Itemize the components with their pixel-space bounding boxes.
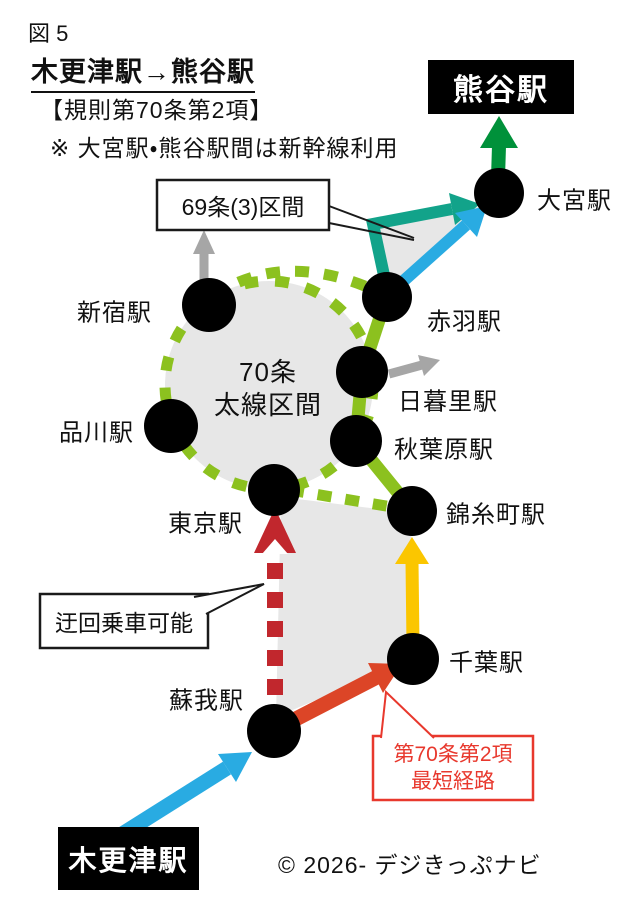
- station-node-shinjuku: [182, 278, 236, 332]
- nippori-gray-arrow: [387, 355, 440, 379]
- station-label-akabane: 赤羽駅: [427, 308, 502, 336]
- shinkansen-note: ※ 大宮駅・熊谷駅間は新幹線利用: [50, 135, 399, 161]
- chiba-kinshicho-yellow-arrow: [395, 537, 429, 646]
- akabane-omiya-teal-arrow: [365, 193, 480, 296]
- bold-zone-area: [165, 281, 373, 489]
- kinshicho-akabane-green-line: [349, 293, 418, 515]
- copyright-text: © 2026- デジきっぷナビ: [278, 852, 542, 878]
- terminal-box-kisarazu: 木更津駅: [58, 827, 199, 890]
- bold-zone-label-line2: 太線区間: [213, 390, 322, 420]
- station-label-tokyo: 東京駅: [168, 510, 243, 538]
- shortest-route-label: 第70条第2項 最短経路: [373, 736, 533, 800]
- station-label-shinagawa: 品川駅: [59, 419, 134, 447]
- station-label-nippori: 日暮里駅: [398, 388, 498, 416]
- page-title: 木更津駅→熊谷駅: [31, 50, 255, 93]
- station-label-omiya: 大宮駅: [537, 187, 612, 215]
- station-node-kinshicho: [387, 486, 437, 536]
- dashed-tokyo-kinshicho-line: [289, 484, 399, 514]
- station-node-soga: [247, 704, 301, 758]
- terminal-box-kumagaya: 熊谷駅: [428, 60, 574, 114]
- shortest-route-label-line2: 最短経路: [411, 770, 495, 793]
- dashed-shinjuku-akabane-line: [209, 265, 384, 301]
- station-label-akihabara: 秋葉原駅: [394, 436, 494, 464]
- article69-callout: [155, 178, 415, 241]
- bold-zone-label: 70条 太線区間: [203, 356, 333, 422]
- station-node-nippori: [336, 346, 388, 398]
- detour-dashed-arrow: [254, 508, 296, 706]
- detour-area: [276, 497, 413, 717]
- detour-callout: [38, 583, 265, 650]
- station-node-tokyo: [248, 464, 300, 516]
- station-label-chiba: 千葉駅: [449, 649, 524, 677]
- station-label-soga: 蘇我駅: [169, 687, 244, 715]
- detour-label: 迂回乗車可能: [55, 610, 193, 636]
- station-node-shinagawa: [144, 399, 198, 453]
- rule-subtitle: 【規則第70条第2項】: [40, 97, 274, 123]
- station-node-akabane: [362, 272, 412, 322]
- shinjuku-gray-arrow: [193, 230, 215, 280]
- shortest-route-callout: [371, 689, 535, 802]
- station-label-kinshicho: 錦糸町駅: [446, 501, 546, 529]
- station-node-chiba: [387, 633, 439, 685]
- shortest-route-label-line1: 第70条第2項: [393, 743, 513, 766]
- figure-label: 図 5: [28, 21, 69, 46]
- bold-zone-label-line1: 70条: [239, 357, 297, 387]
- article69-label: 69条(3)区間: [181, 194, 305, 220]
- station-node-omiya: [474, 168, 524, 218]
- station-node-akihabara: [330, 415, 382, 467]
- station-label-shinjuku: 新宿駅: [77, 299, 152, 327]
